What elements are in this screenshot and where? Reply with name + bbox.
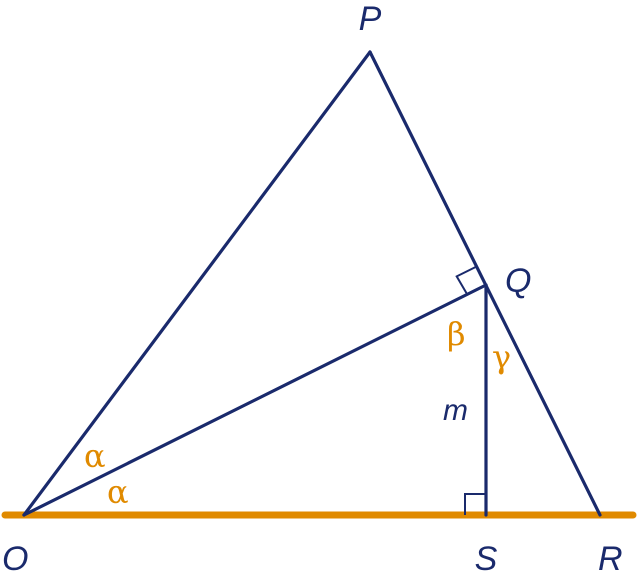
segment-OQ: [22, 283, 488, 517]
label-S: S: [475, 540, 498, 576]
segment-PR: [368, 50, 602, 517]
label-R: R: [598, 540, 623, 576]
label-O: O: [2, 540, 28, 576]
label-Q: Q: [505, 262, 531, 300]
right-angle-mark-S: [464, 493, 486, 515]
segment-OP: [22, 50, 372, 517]
angle-alpha-upper: α: [84, 437, 106, 475]
angle-alpha-lower: α: [107, 473, 129, 511]
right-angle-mark-Q: [455, 266, 476, 295]
angle-gamma: γ: [492, 338, 511, 376]
label-segment-m: m: [443, 394, 468, 427]
angle-beta: β: [447, 315, 466, 353]
label-P: P: [359, 0, 382, 38]
